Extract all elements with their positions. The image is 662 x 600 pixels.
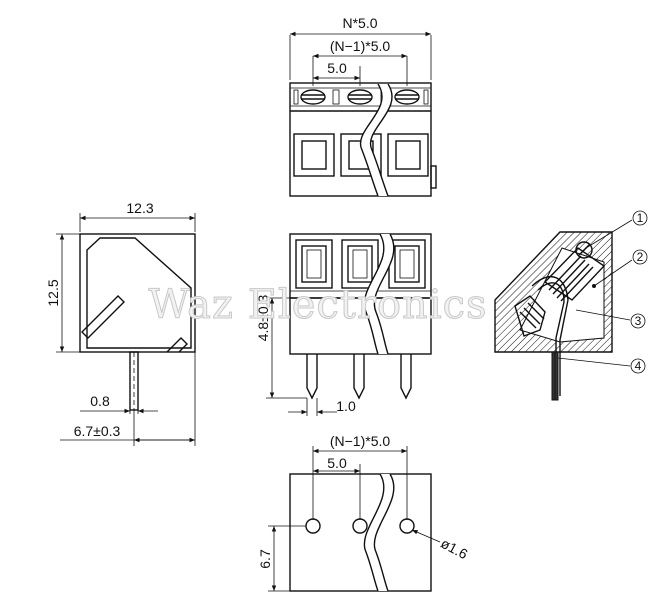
svg-text:1: 1 (637, 211, 644, 225)
pcb-hole-1 (305, 518, 321, 534)
front-view: 4.8±0.3 1.0 (255, 233, 432, 416)
dim-top-pitch: 5.0 (327, 60, 347, 76)
dim-front-pin-width: 1.0 (336, 398, 356, 414)
dim-pin-thickness: 0.8 (90, 393, 110, 409)
dim-top-span: (N−1)*5.0 (330, 38, 391, 54)
dim-hole-diameter: ø1.6 (438, 535, 470, 562)
dim-hole-offset: 6.7 (257, 549, 273, 569)
callout-4: 4 (557, 357, 646, 374)
dim-bottom-span: (N−1)*5.0 (330, 433, 391, 449)
screw-head-3 (394, 89, 420, 105)
pcb-hole-2 (352, 518, 368, 534)
watermark: Waz Electronics (148, 282, 487, 328)
dim-top-width: N*5.0 (342, 15, 377, 31)
dim-bottom-pitch: 5.0 (327, 455, 347, 471)
dim-pin-offset: 6.7±0.3 (74, 423, 121, 439)
callout-2: 2 (592, 249, 648, 288)
bottom-view: (N−1)*5.0 5.0 6.7 ø1.6 (257, 433, 471, 592)
top-view: N*5.0 (N−1)*5.0 5.0 (289, 15, 437, 197)
callout-3: 3 (575, 309, 646, 329)
screw-head-1 (300, 89, 326, 105)
dim-side-height: 12.5 (45, 279, 61, 306)
dim-side-width: 12.3 (126, 200, 153, 216)
svg-text:3: 3 (635, 314, 642, 328)
svg-text:2: 2 (637, 250, 644, 264)
pcb-hole-3 (399, 518, 415, 534)
svg-text:4: 4 (635, 359, 642, 373)
screw-head-2 (347, 89, 373, 105)
section-view (494, 231, 613, 401)
side-view: 12.3 12.5 0.8 6.7±0.3 (45, 200, 196, 446)
dim-front-pin-length: 4.8±0.3 (255, 294, 271, 341)
callout-1: 1 (585, 210, 648, 249)
